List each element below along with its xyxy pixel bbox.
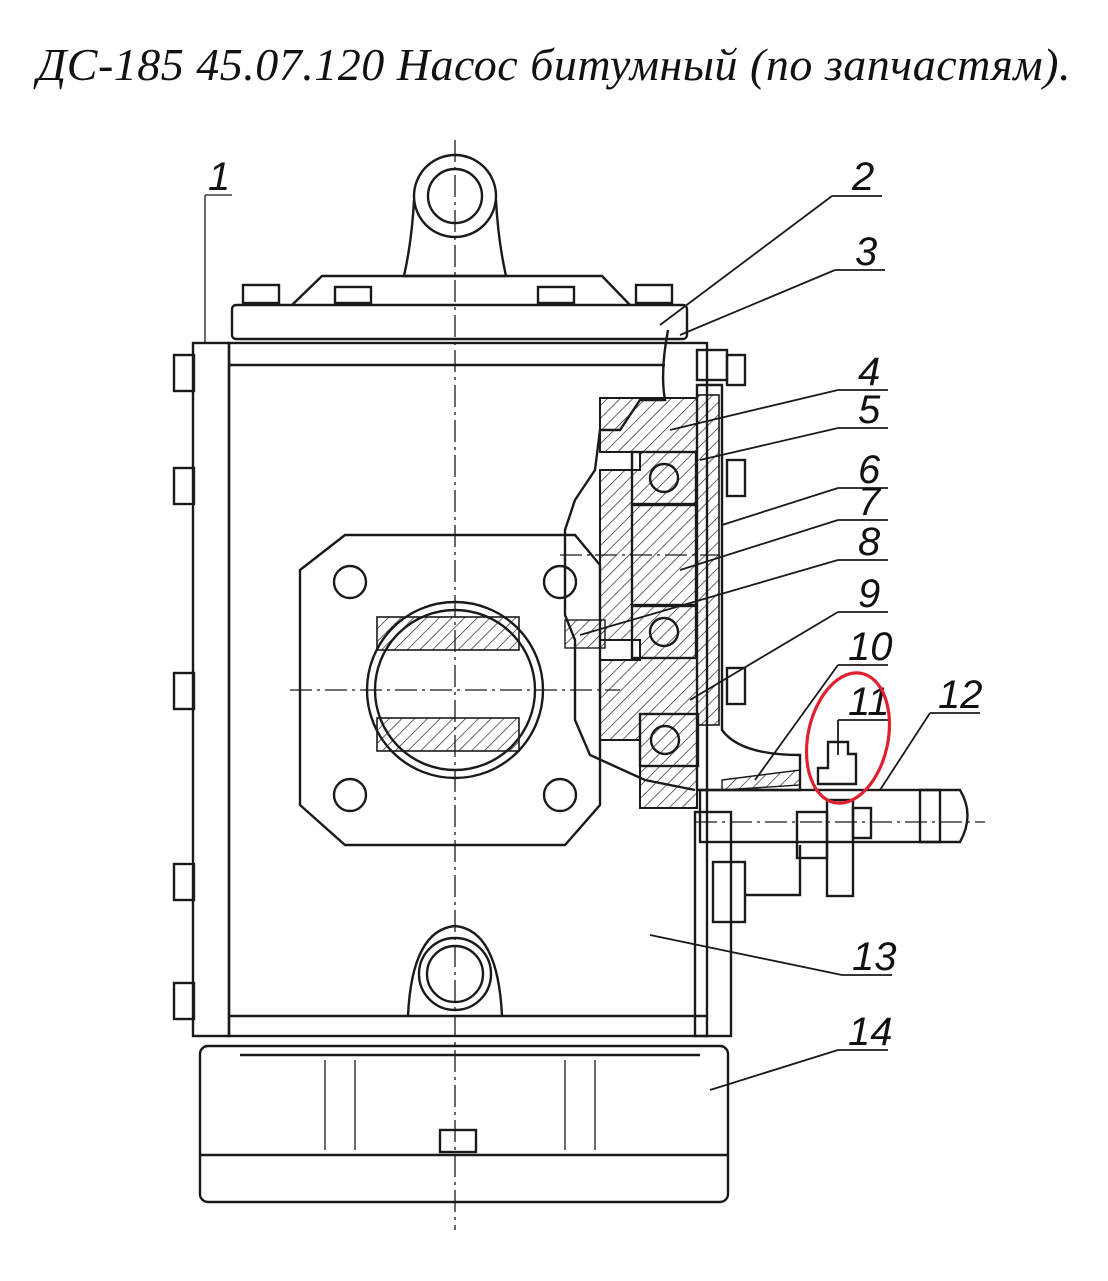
section-cutaway (560, 329, 802, 809)
callout-9: 9 (858, 572, 880, 616)
callout-13: 13 (852, 935, 897, 979)
callout-6: 6 (858, 448, 881, 492)
callout-5: 5 (858, 388, 881, 432)
callout-4: 4 (858, 350, 880, 394)
drive-shaft (695, 788, 985, 898)
callout-8: 8 (858, 520, 881, 564)
callout-11: 11 (848, 680, 890, 724)
callout-labels: 1 2 3 4 5 6 7 8 9 10 11 12 13 14 (208, 155, 983, 1054)
callout-1: 1 (208, 155, 230, 199)
pump-base (198, 1044, 730, 1204)
callout-14: 14 (848, 1010, 893, 1054)
gland-part-11 (816, 740, 858, 786)
inlet-flange (290, 533, 620, 847)
highlight-circle-part-11 (804, 671, 892, 805)
callout-7: 7 (858, 480, 882, 524)
callout-2: 2 (851, 155, 874, 199)
callout-12: 12 (938, 673, 983, 717)
callout-10: 10 (848, 625, 893, 669)
drawing-title: ДС-185 45.07.120 Насос битумный (по запч… (37, 39, 1071, 90)
top-cover (230, 274, 689, 341)
eye-bolt (402, 140, 508, 1230)
leader-lines (579, 195, 980, 1091)
callout-3: 3 (855, 230, 877, 274)
left-end-plate (172, 194, 232, 1038)
